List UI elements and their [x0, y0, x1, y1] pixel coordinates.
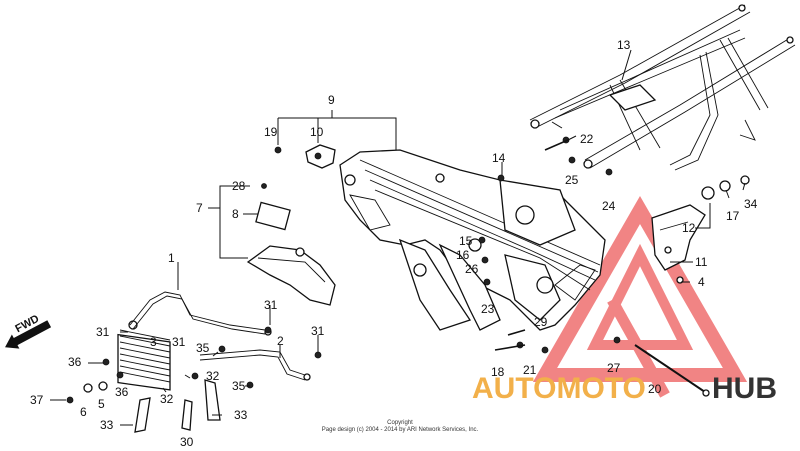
callout-20: 20 — [648, 382, 662, 396]
callout-29: 29 — [534, 315, 548, 329]
callout-35-a: 35 — [196, 341, 210, 355]
callout-5: 5 — [98, 397, 105, 411]
callout-28: 28 — [232, 179, 246, 193]
brand-name-part1: AUTOMOTO — [472, 372, 646, 405]
callout-2: 2 — [277, 334, 284, 348]
callout-21: 21 — [523, 363, 537, 377]
seat-bracket-assembly — [246, 183, 336, 306]
callout-16: 16 — [456, 248, 470, 262]
callout-24: 24 — [602, 199, 616, 213]
callout-12: 12 — [682, 221, 696, 235]
callout-labels: 1 2 3 4 5 6 7 8 9 10 11 12 13 14 15 16 1… — [30, 38, 758, 449]
callout-11: 11 — [695, 255, 708, 269]
callout-36-a: 36 — [68, 355, 82, 369]
callout-17: 17 — [726, 209, 740, 223]
leader-lines — [50, 49, 746, 426]
callout-10: 10 — [310, 125, 324, 139]
callout-31-d: 31 — [172, 335, 186, 349]
callout-3: 3 — [150, 335, 157, 349]
oil-cooler — [117, 320, 171, 391]
callout-22: 22 — [580, 132, 594, 146]
fwd-arrow: FWD — [5, 313, 52, 349]
callout-18: 18 — [491, 365, 505, 379]
callout-19: 19 — [264, 125, 278, 139]
callout-15: 15 — [459, 234, 473, 248]
hoses — [134, 379, 221, 433]
callout-13: 13 — [617, 38, 631, 52]
copyright-line-2: Page design (c) 2004 - 2014 by ARI Netwo… — [322, 427, 479, 433]
callout-33-b: 33 — [234, 408, 248, 422]
rod-and-bolts — [494, 139, 710, 397]
callout-30: 30 — [180, 435, 194, 449]
callout-36-b: 36 — [115, 385, 129, 399]
automotohub-wordmark: AUTOMOTO HUB — [472, 372, 777, 405]
callout-4: 4 — [698, 275, 705, 289]
callout-7: 7 — [196, 201, 203, 215]
brand-name-part2: HUB — [712, 372, 777, 405]
bracket-10 — [274, 144, 336, 169]
callout-31-a: 31 — [96, 325, 110, 339]
side-bracket-11 — [651, 204, 706, 271]
callout-6: 6 — [80, 405, 87, 419]
callout-8: 8 — [232, 207, 239, 221]
callout-33-a: 33 — [100, 418, 114, 432]
callout-25: 25 — [565, 173, 579, 187]
callout-32-a: 32 — [206, 369, 220, 383]
callout-31-c: 31 — [311, 324, 325, 338]
callout-37: 37 — [30, 393, 44, 407]
callout-32-b: 32 — [160, 392, 174, 406]
callout-26: 26 — [465, 262, 479, 276]
callout-35-b: 35 — [232, 379, 246, 393]
callout-9: 9 — [328, 93, 335, 107]
main-frame — [339, 149, 606, 331]
arrow-left-icon — [5, 320, 52, 349]
callout-1: 1 — [168, 251, 175, 265]
rear-subframe — [529, 4, 796, 171]
callout-23: 23 — [481, 302, 495, 316]
callout-27: 27 — [607, 361, 621, 375]
copyright-line-1: Copyright — [387, 420, 413, 426]
callout-34: 34 — [744, 197, 758, 211]
callout-14: 14 — [492, 151, 506, 165]
callout-31-b: 31 — [264, 298, 278, 312]
